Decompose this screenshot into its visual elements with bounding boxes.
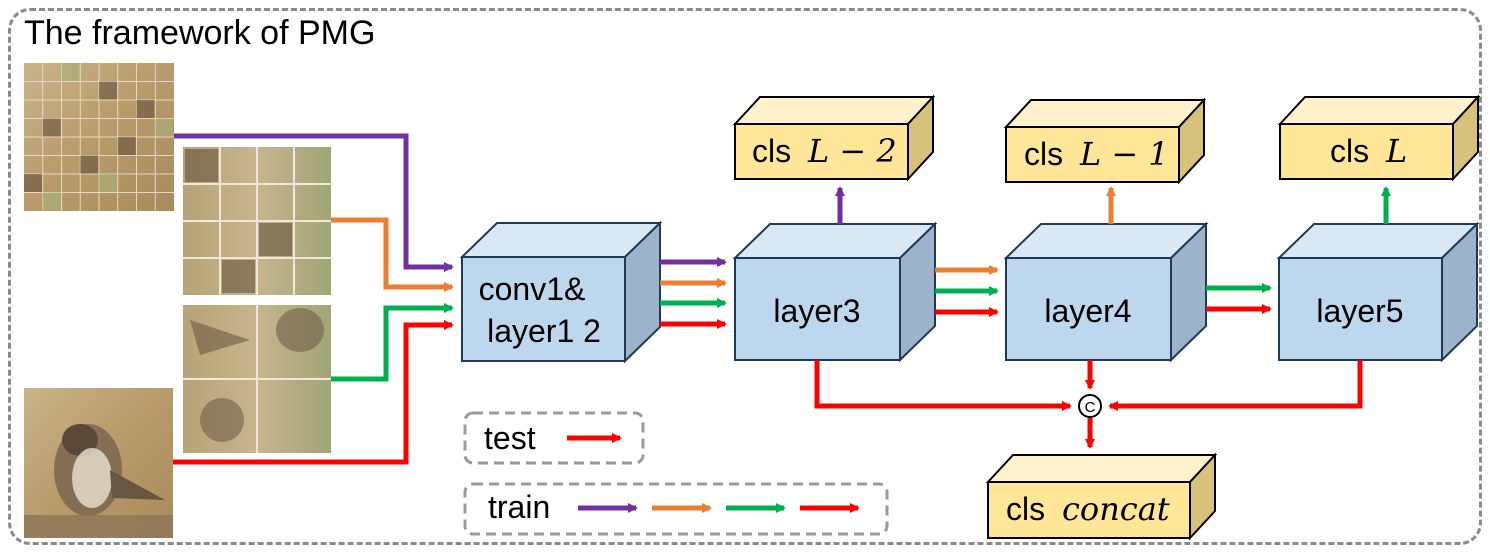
cls-l2-math: L − 2 — [807, 132, 897, 170]
conv-label-line2: layer1 2 — [487, 313, 601, 349]
arrow-input-orange — [331, 217, 454, 292]
svg-text:cls L: cls L — [1330, 132, 1407, 170]
legend-train: train — [463, 482, 889, 536]
original-bird-image — [24, 388, 173, 538]
cls-l-prefix: cls — [1330, 133, 1369, 169]
arrow-input-green — [331, 303, 454, 382]
classifier-cls-concat: cls concat — [985, 452, 1218, 541]
classifier-cls-l-minus-2: cls L − 2 — [732, 94, 936, 182]
jigsaw-image-4x4 — [183, 147, 331, 295]
cls-l1-prefix: cls — [1024, 136, 1063, 172]
concat-symbol: C — [1085, 399, 1096, 416]
diagram-title: The framework of PMG — [24, 14, 376, 52]
cls-l-math: L — [1385, 132, 1407, 170]
layer5-label: layer5 — [1316, 293, 1403, 329]
layer4-label: layer4 — [1044, 293, 1131, 329]
cls-l1-math: L − 1 — [1079, 135, 1169, 173]
svg-text:cls L − 1: cls L − 1 — [1024, 135, 1169, 173]
arrow-layer3-concat — [814, 360, 1072, 411]
jigsaw-image-8x8 — [24, 63, 174, 211]
classifier-cls-l-minus-1: cls L − 1 — [1003, 97, 1207, 185]
legend-train-label: train — [488, 489, 550, 525]
block-conv1-layer1-2: conv1& layer1 2 — [459, 220, 663, 364]
arrow-input-purple — [174, 133, 454, 272]
block-layer3: layer3 — [732, 221, 938, 363]
cls-concat-math: concat — [1062, 490, 1170, 528]
conv-label-line1: conv1& — [479, 271, 586, 307]
jigsaw-image-2x2 — [183, 305, 331, 453]
framework-frame — [8, 8, 1482, 545]
layer3-label: layer3 — [773, 293, 860, 329]
cls-concat-prefix: cls — [1006, 491, 1045, 527]
block-layer4: layer4 — [1003, 221, 1209, 363]
block-layer5: layer5 — [1276, 221, 1480, 363]
arrow-layer5-concat — [1108, 360, 1363, 411]
cls-l2-prefix: cls — [752, 133, 791, 169]
svg-text:cls L − 2: cls L − 2 — [752, 132, 897, 170]
svg-text:cls concat: cls concat — [1006, 490, 1170, 528]
classifier-cls-l: cls L — [1277, 94, 1481, 182]
arrow-input-red — [173, 320, 454, 465]
legend-test: test — [463, 411, 645, 465]
concat-node: C — [1078, 394, 1102, 418]
legend-test-label: test — [484, 420, 536, 456]
